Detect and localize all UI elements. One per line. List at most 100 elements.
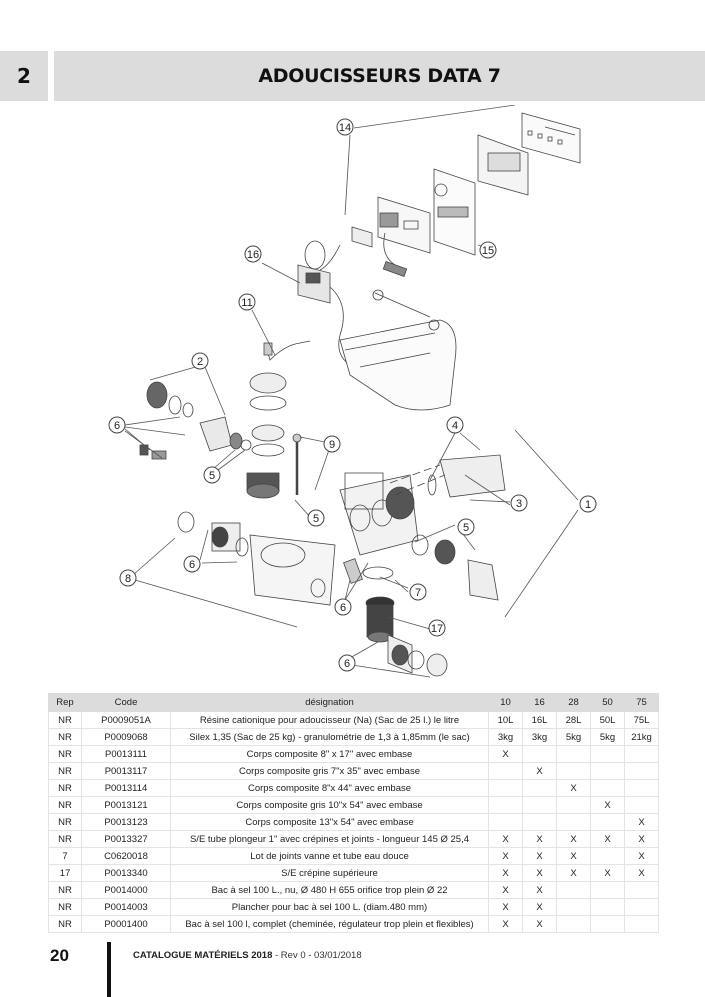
page-title: ADOUCISSEURS DATA 7 [54, 51, 705, 101]
cell-designation: Corps composite 13"x 54" avec embase [170, 813, 489, 831]
cell-28 [556, 762, 591, 780]
diagram-svg: 14 15 16 11 2 6 5 9 4 3 1 5 8 6 5 7 6 17… [108, 105, 597, 678]
cell-16: X [522, 830, 557, 848]
valve-top [249, 372, 287, 394]
cell-28: 28L [556, 711, 591, 729]
cell-10 [488, 796, 523, 814]
cell-16: X [522, 847, 557, 865]
cell-50: X [590, 864, 625, 882]
footer-caption: CATALOGUE MATÉRIELS 2018 - Rev 0 - 03/01… [133, 950, 362, 961]
cell-28: X [556, 847, 591, 865]
cell-50 [590, 915, 625, 933]
cell-16: X [522, 898, 557, 916]
cell-16: X [522, 864, 557, 882]
cell-rep: NR [48, 728, 82, 746]
cell-designation: Silex 1,35 (Sac de 25 kg) - granulométri… [170, 728, 489, 746]
cell-10: X [488, 847, 523, 865]
cell-50: 5kg [590, 728, 625, 746]
exploded-parts-diagram: 14 15 16 11 2 6 5 9 4 3 1 5 8 6 5 7 6 17… [0, 105, 705, 690]
cell-28: X [556, 779, 591, 797]
cell-50 [590, 847, 625, 865]
svg-text:6: 6 [114, 420, 120, 432]
callout-6-bottom-center: 6 [334, 598, 352, 616]
cell-75: X [624, 847, 659, 865]
cell-28 [556, 915, 591, 933]
svg-text:7: 7 [415, 587, 421, 599]
cell-code: P0013340 [81, 864, 171, 882]
cell-code: P0013121 [81, 796, 171, 814]
diagram-drawing [139, 112, 581, 677]
cell-50 [590, 762, 625, 780]
cell-75 [624, 881, 659, 899]
cell-75 [624, 915, 659, 933]
svg-text:5: 5 [313, 513, 319, 525]
cell-16 [522, 745, 557, 763]
col-designation: désignation [170, 693, 489, 712]
col-10: 10 [488, 693, 523, 712]
callout-7: 7 [409, 583, 427, 601]
page-number: 20 [50, 946, 69, 965]
cell-rep: NR [48, 813, 82, 831]
cell-28: X [556, 830, 591, 848]
cell-75 [624, 779, 659, 797]
callout-15: 15 [479, 241, 497, 259]
cell-rep: NR [48, 711, 82, 729]
injector-body [199, 416, 233, 452]
catalogue-title: CATALOGUE MATÉRIELS 2018 [133, 950, 273, 961]
col-rep: Rep [48, 693, 82, 712]
svg-text:16: 16 [247, 249, 259, 261]
callout-3: 3 [510, 494, 528, 512]
cell-rep: NR [48, 915, 82, 933]
callout-5-left: 5 [203, 466, 221, 484]
cell-75: 75L [624, 711, 659, 729]
col-28: 28 [556, 693, 591, 712]
svg-text:17: 17 [431, 623, 443, 635]
brine-tank-lid [339, 319, 457, 411]
cell-rep: NR [48, 762, 82, 780]
cell-code: P0014000 [81, 881, 171, 899]
cell-designation: Corps composite 8" x 17" avec embase [170, 745, 489, 763]
drain-assembly [439, 454, 506, 498]
cell-28 [556, 813, 591, 831]
svg-text:6: 6 [340, 602, 346, 614]
svg-text:8: 8 [125, 573, 131, 585]
cell-rep: NR [48, 779, 82, 797]
cell-designation: S/E crépine supérieure [170, 864, 489, 882]
callout-8: 8 [119, 569, 137, 587]
callout-2: 2 [191, 352, 209, 370]
cell-designation: S/E tube plongeur 1" avec crépines et jo… [170, 830, 489, 848]
cell-10: 3kg [488, 728, 523, 746]
callout-6-left: 6 [108, 416, 126, 434]
cell-28: 5kg [556, 728, 591, 746]
cell-50 [590, 779, 625, 797]
cell-rep: NR [48, 881, 82, 899]
callout-5-center: 5 [307, 509, 325, 527]
cell-75: X [624, 864, 659, 882]
cell-75 [624, 745, 659, 763]
cell-designation: Corps composite gris 7"x 35" avec embase [170, 762, 489, 780]
cell-rep: 17 [48, 864, 82, 882]
cell-code: P0013114 [81, 779, 171, 797]
svg-text:1: 1 [585, 499, 591, 511]
injector-cap [146, 381, 168, 409]
cell-designation: Corps composite 8"x 44" avec embase [170, 779, 489, 797]
cell-75: X [624, 813, 659, 831]
cell-designation: Corps composite gris 10"x 54" avec embas… [170, 796, 489, 814]
callout-16: 16 [244, 245, 262, 263]
col-75: 75 [624, 693, 659, 712]
cell-10: X [488, 864, 523, 882]
cell-28 [556, 881, 591, 899]
cell-16 [522, 796, 557, 814]
cell-code: P0013117 [81, 762, 171, 780]
cell-10 [488, 813, 523, 831]
cell-16 [522, 813, 557, 831]
svg-text:14: 14 [339, 122, 351, 134]
